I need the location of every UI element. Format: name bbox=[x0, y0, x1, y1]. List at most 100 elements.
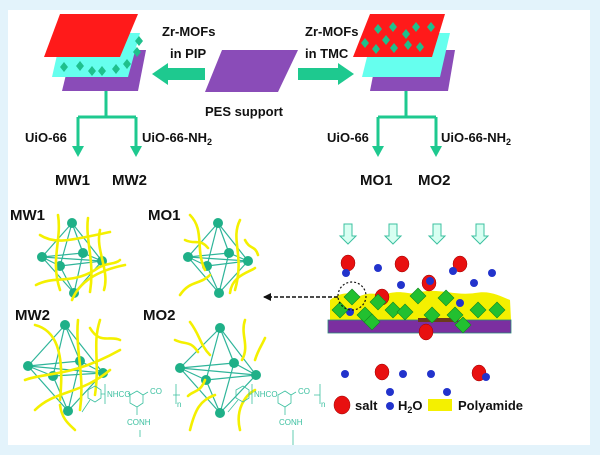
mo1-label: MO1 bbox=[148, 207, 181, 224]
zr-cluster-node bbox=[224, 248, 234, 258]
mw2-output: MW2 bbox=[112, 172, 147, 189]
mof-particle bbox=[363, 313, 381, 331]
octahedron-edge bbox=[187, 222, 219, 258]
water-legend-icon bbox=[386, 402, 394, 410]
zr-cluster-node bbox=[243, 256, 253, 266]
zr-cluster-node bbox=[67, 218, 77, 228]
octahedron-edge bbox=[27, 365, 69, 412]
octahedron-edge bbox=[205, 327, 221, 381]
salt-ion bbox=[374, 363, 390, 381]
water-molecule bbox=[443, 388, 451, 396]
mof-particle bbox=[369, 293, 387, 311]
octahedron-edge bbox=[27, 365, 104, 374]
mw1-label: MW1 bbox=[10, 207, 45, 224]
zr-cluster-node bbox=[23, 361, 33, 371]
zr-cluster-node bbox=[213, 218, 223, 228]
mo1-output: MO1 bbox=[360, 172, 393, 189]
salt-ion bbox=[418, 323, 434, 341]
mof-particle bbox=[469, 301, 487, 319]
salt-ion bbox=[452, 255, 468, 273]
mof-particle bbox=[409, 287, 427, 305]
water-molecule bbox=[426, 277, 434, 285]
zr-cluster-node bbox=[98, 368, 108, 378]
feed-arrows bbox=[338, 223, 490, 245]
polyamide-strands bbox=[23, 213, 267, 432]
water-molecule bbox=[456, 299, 464, 307]
water-molecule bbox=[386, 388, 394, 396]
water-molecule bbox=[342, 269, 350, 277]
defect bbox=[418, 318, 458, 322]
legend: salt H2O Polyamide bbox=[333, 395, 523, 415]
legend-water: H2O bbox=[398, 398, 423, 415]
tmc-layer bbox=[44, 14, 138, 57]
chem-n: n bbox=[321, 400, 325, 409]
zr-cluster-node bbox=[215, 408, 225, 418]
octahedron-edge bbox=[27, 324, 66, 367]
mw1-output: MW1 bbox=[55, 172, 90, 189]
mof-particles bbox=[361, 22, 435, 54]
zr-cluster-node bbox=[214, 288, 224, 298]
mof-particles bbox=[60, 36, 143, 76]
pip-membrane-stack bbox=[44, 14, 146, 91]
mof-particle bbox=[437, 289, 455, 307]
water-molecule bbox=[470, 279, 478, 287]
chem-conh: CONH bbox=[127, 418, 151, 427]
tmc-label-2: in TMC bbox=[305, 46, 349, 61]
octahedron-edge bbox=[27, 360, 81, 367]
octahedron-edge bbox=[179, 327, 221, 369]
octahedron-edge bbox=[41, 256, 75, 294]
arrow-to-tmc bbox=[298, 63, 354, 85]
octahedron-edge bbox=[41, 252, 84, 258]
octahedron-edge bbox=[64, 324, 81, 362]
zr-cluster-node bbox=[55, 261, 65, 271]
octahedron-edge bbox=[219, 327, 257, 376]
octahedron-edge bbox=[179, 362, 235, 369]
left-branch-b: UiO-66-NH2 bbox=[142, 130, 212, 147]
mof-particle bbox=[331, 301, 349, 319]
water-molecule bbox=[488, 269, 496, 277]
pes-support-label: PES support bbox=[205, 104, 284, 119]
polyamide-legend-icon bbox=[428, 399, 452, 411]
mo2-output: MO2 bbox=[418, 172, 451, 189]
mof-particle bbox=[384, 301, 402, 319]
octahedron-edge bbox=[217, 222, 230, 254]
water-molecule bbox=[427, 370, 435, 378]
legend-salt: salt bbox=[355, 398, 378, 413]
zr-cluster-node bbox=[78, 248, 88, 258]
left-tree bbox=[72, 91, 142, 157]
chem-co: CO bbox=[298, 387, 310, 396]
zr-cluster-node bbox=[183, 252, 193, 262]
water-molecule bbox=[397, 281, 405, 289]
mof-particle bbox=[488, 301, 506, 319]
octahedron-edge bbox=[59, 260, 103, 267]
mw2-label: MW2 bbox=[15, 307, 50, 324]
octahedron-edge bbox=[219, 374, 257, 414]
chem-structure-mo2 bbox=[227, 384, 321, 445]
pip-label-1: Zr-MOFs bbox=[162, 24, 215, 39]
octahedron-edge bbox=[219, 362, 235, 414]
right-branch-b: UiO-66-NH2 bbox=[441, 130, 511, 147]
water-molecule bbox=[449, 267, 457, 275]
octahedron-edge bbox=[71, 222, 103, 262]
zr-cluster-node bbox=[60, 320, 70, 330]
octahedron-edge bbox=[187, 252, 230, 258]
mo2-label: MO2 bbox=[143, 307, 176, 324]
chem-co: CO bbox=[150, 387, 162, 396]
octahedron-edge bbox=[217, 222, 249, 262]
arrow-to-pip bbox=[152, 63, 205, 85]
tmc-label-1: Zr-MOFs bbox=[305, 24, 358, 39]
mof-particle bbox=[446, 306, 464, 324]
zr-cluster-node bbox=[63, 406, 73, 416]
octahedron-edge bbox=[179, 367, 221, 414]
octahedron-edge bbox=[187, 256, 220, 294]
chem-n: n bbox=[177, 400, 181, 409]
mof-particle bbox=[454, 316, 472, 334]
chem-conh: CONH bbox=[279, 418, 303, 427]
zr-cluster-node bbox=[251, 370, 261, 380]
octahedron-edge bbox=[218, 260, 249, 294]
salt-ion bbox=[340, 254, 356, 272]
water-molecule bbox=[374, 264, 382, 272]
chem-structure-mw2 bbox=[81, 384, 180, 437]
water-molecule bbox=[482, 373, 490, 381]
